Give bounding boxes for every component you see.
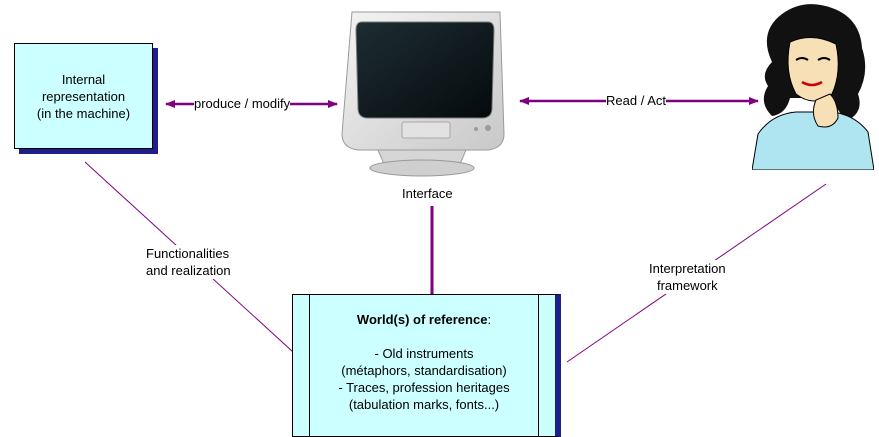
crt-monitor-icon <box>341 11 505 177</box>
interface-label: Interface <box>402 186 453 201</box>
world-item2-line1: - Traces, profession heritages <box>338 380 510 395</box>
box-right-rail <box>538 295 539 436</box>
worlds-title-colon: : <box>487 312 492 327</box>
internal-line1: Internal <box>61 71 106 87</box>
worlds-title: World(s) of reference <box>356 312 488 327</box>
internal-line2: representation <box>41 88 126 104</box>
internal-representation-box: Internal representation (in the machine) <box>14 43 153 149</box>
woman-illustration-icon <box>752 4 874 170</box>
interpretation-label: Interpretation framework <box>649 260 726 294</box>
world-item1-line1: - Old instruments <box>374 346 474 361</box>
worlds-title-row: World(s) of reference: <box>313 311 535 328</box>
functionalities-label: Functionalities and realization <box>146 245 231 279</box>
interpretation-line2: framework <box>656 278 718 293</box>
world-item1-line2: (métaphors, standardisation) <box>341 363 507 378</box>
worlds-of-reference-box: World(s) of reference: - Old instruments… <box>292 294 561 437</box>
worlds-content: World(s) of reference: - Old instruments… <box>313 311 535 413</box>
internal-line3: (in the machine) <box>36 105 131 121</box>
box-left-rail <box>309 295 310 436</box>
spacer <box>313 328 535 345</box>
functionalities-line2: and realization <box>146 263 231 278</box>
read-act-label: Read / Act <box>606 92 666 109</box>
interpretation-line1: Interpretation <box>649 261 726 276</box>
produce-modify-label: produce / modify <box>194 95 291 112</box>
functionalities-line1: Functionalities <box>146 246 230 261</box>
world-item2-line2: (tabulation marks, fonts...) <box>348 397 500 412</box>
